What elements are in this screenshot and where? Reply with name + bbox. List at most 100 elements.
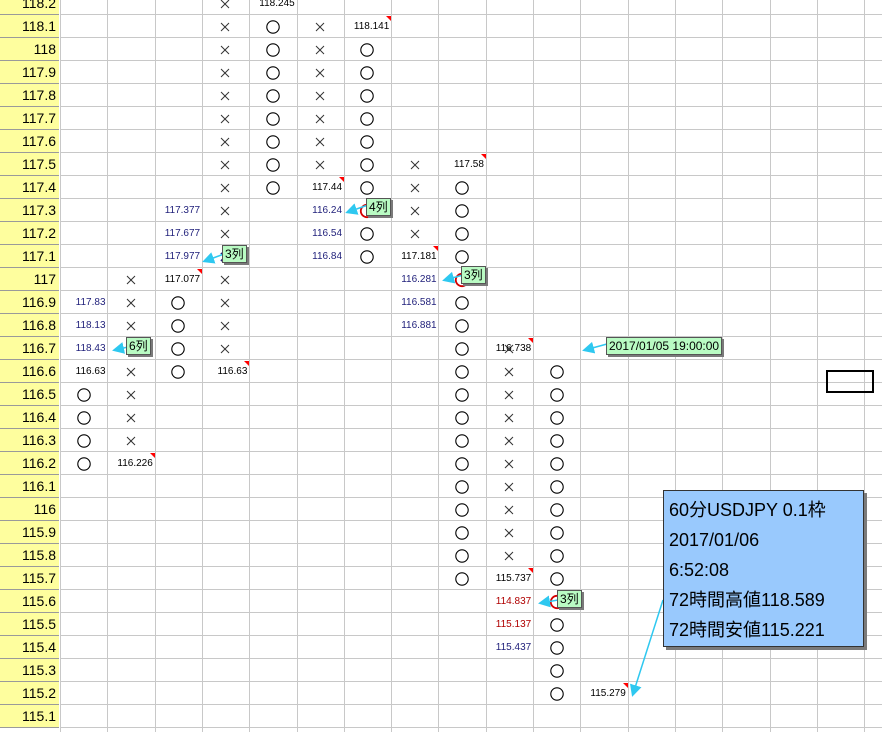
- info-box: 60分USDJPY 0.1枠 2017/01/06 6:52:08 72時間高値…: [663, 490, 864, 647]
- x-mark: [108, 429, 154, 452]
- gridline-horizontal: [60, 37, 882, 38]
- callout-arrow-1: [112, 342, 129, 354]
- o-mark: [439, 498, 485, 521]
- gridline-horizontal: [60, 635, 882, 636]
- price-label: 116.3: [0, 429, 59, 452]
- x-mark: [108, 383, 154, 406]
- cell-value: 117.58: [454, 159, 484, 170]
- gridline-vertical: [107, 0, 108, 732]
- x-mark: [297, 38, 343, 61]
- o-mark: [534, 475, 580, 498]
- o-mark: [534, 521, 580, 544]
- o-mark: [534, 429, 580, 452]
- cell-value: 116.24: [312, 205, 342, 216]
- price-label: 116.4: [0, 406, 59, 429]
- gridline-vertical: [297, 0, 298, 732]
- cell-value: 116.63: [75, 366, 106, 377]
- comment-indicator: [622, 683, 628, 688]
- gridline-horizontal: [60, 83, 882, 84]
- x-mark: [392, 176, 438, 199]
- price-label: 117.1: [0, 245, 59, 268]
- gridline-horizontal: [60, 129, 882, 130]
- gridline-vertical: [155, 0, 156, 732]
- cell-value: 118.43: [75, 343, 106, 354]
- price-label: 116.8: [0, 314, 59, 337]
- o-mark: [250, 153, 296, 176]
- o-mark: [344, 130, 390, 153]
- price-label: 115.8: [0, 544, 59, 567]
- o-mark: [439, 567, 485, 590]
- gridline-horizontal: [60, 313, 882, 314]
- o-mark: [439, 291, 485, 314]
- cell-value: 116.84: [312, 251, 342, 262]
- cell-value: 116.881: [401, 320, 437, 331]
- x-mark: [202, 337, 248, 360]
- x-mark: [202, 130, 248, 153]
- gridline-horizontal: [60, 451, 882, 452]
- price-label: 117.4: [0, 176, 59, 199]
- o-mark: [439, 544, 485, 567]
- o-mark: [344, 222, 390, 245]
- gridline-horizontal: [60, 244, 882, 245]
- x-mark: [297, 84, 343, 107]
- price-label: 116.7: [0, 337, 59, 360]
- callout-arrow-5: [538, 595, 559, 608]
- o-mark: [344, 245, 390, 268]
- timestamp-callout: 2017/01/05 19:00:00: [606, 337, 723, 355]
- o-mark: [344, 84, 390, 107]
- price-label: 117.7: [0, 107, 59, 130]
- gridline-horizontal: [60, 198, 882, 199]
- o-mark: [250, 176, 296, 199]
- o-mark: [155, 314, 201, 337]
- price-label: 117: [0, 268, 59, 291]
- info-date: 2017/01/06: [669, 530, 760, 550]
- x-mark: [202, 268, 248, 291]
- cell-value: 117.977: [164, 251, 201, 262]
- selected-cell[interactable]: [826, 370, 874, 393]
- x-mark: [486, 521, 532, 544]
- gridline-horizontal: [60, 359, 882, 360]
- comment-indicator: [338, 177, 344, 182]
- o-mark: [155, 291, 201, 314]
- info-low: 72時間安値115.221: [669, 620, 825, 640]
- o-mark: [534, 659, 580, 682]
- comment-indicator: [386, 16, 392, 21]
- x-mark: [202, 38, 248, 61]
- o-mark: [439, 521, 485, 544]
- x-mark: [392, 199, 438, 222]
- cell-value: 117.077: [164, 274, 201, 285]
- o-mark: [439, 314, 485, 337]
- price-label: 118: [0, 38, 59, 61]
- x-mark: [202, 222, 248, 245]
- comment-indicator: [196, 269, 202, 274]
- o-mark: [439, 199, 485, 222]
- column-count-callout: 3列: [557, 590, 582, 608]
- info-high: 72時間高値118.589: [669, 590, 825, 610]
- price-label: 118.1: [0, 15, 59, 38]
- gridline-vertical: [533, 0, 534, 732]
- comment-indicator: [528, 338, 533, 343]
- o-mark: [61, 383, 107, 406]
- price-label: 116.9: [0, 291, 59, 314]
- gridline-vertical: [628, 0, 629, 732]
- x-mark: [202, 199, 248, 222]
- info-title: 60分USDJPY 0.1枠: [669, 500, 826, 520]
- gridline-horizontal: [60, 474, 882, 475]
- gridline-horizontal: [60, 405, 882, 406]
- comment-indicator: [528, 568, 533, 573]
- x-mark: [297, 153, 343, 176]
- price-label: 118.2: [0, 0, 59, 15]
- o-mark: [250, 107, 296, 130]
- x-mark: [202, 0, 248, 15]
- o-mark: [344, 38, 390, 61]
- x-mark: [202, 15, 248, 38]
- price-label: 115.3: [0, 659, 59, 682]
- x-mark: [108, 291, 154, 314]
- o-mark: [61, 452, 107, 475]
- o-mark: [439, 383, 485, 406]
- cell-value: 114.837: [495, 596, 532, 607]
- price-label: 117.9: [0, 61, 59, 84]
- cell-value: 116.226: [117, 458, 153, 469]
